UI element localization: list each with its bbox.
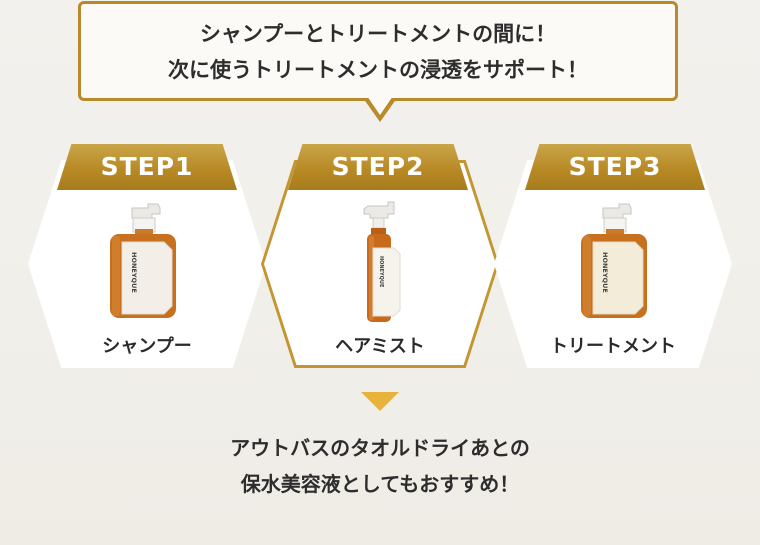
- arrow-down-icon: [361, 392, 399, 411]
- bottom-line-2: 保水美容液としてもおすすめ！: [240, 472, 520, 496]
- treatment-bottle-icon: HONEYQUE: [581, 203, 647, 318]
- callout-line-2: 次に使うトリートメントの浸透をサポート！: [168, 58, 588, 82]
- callout-tail-fill: [367, 96, 393, 115]
- callout-box: [78, 1, 678, 101]
- step3-badge: STEP3: [525, 144, 705, 190]
- product-logo-3: HONEYQUE: [601, 252, 609, 293]
- callout-line-1: シャンプーとトリートメントの間に！: [199, 22, 557, 46]
- product-logo-1: HONEYQUE: [130, 252, 138, 293]
- step3-label: トリートメント: [550, 336, 676, 357]
- bottom-caption: アウトバスのタオルドライあとの 保水美容液としてもおすすめ！: [0, 430, 760, 502]
- mist-spray-bottle-icon: HONEYQUE: [363, 201, 401, 322]
- step2-label: ヘアミスト: [335, 336, 425, 357]
- product-logo-2: HONEYQUE: [378, 256, 384, 288]
- shampoo-bottle-icon: HONEYQUE: [110, 203, 176, 318]
- callout-text: シャンプーとトリートメントの間に！ 次に使うトリートメントの浸透をサポート！: [78, 16, 678, 88]
- step1-label: シャンプー: [102, 336, 192, 357]
- step1-badge: STEP1: [57, 144, 237, 190]
- bottom-line-1: アウトバスのタオルドライあとの: [230, 436, 530, 460]
- step2-badge: STEP2: [288, 144, 468, 190]
